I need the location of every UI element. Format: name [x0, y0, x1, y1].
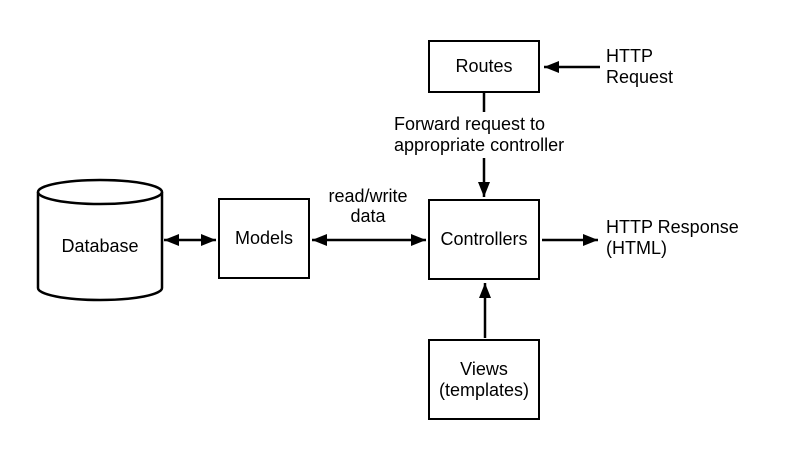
- node-views: Views (templates): [428, 339, 540, 420]
- database-cylinder-icon: [36, 178, 164, 302]
- node-routes: Routes: [428, 40, 540, 93]
- edge-label-forward-request: Forward request to appropriate controlle…: [392, 112, 567, 158]
- edge-label-http-response: HTTP Response (HTML): [606, 217, 739, 258]
- node-controllers: Controllers: [428, 199, 540, 280]
- edge-label-read-write-data: read/write data: [328, 186, 408, 226]
- node-models: Models: [218, 198, 310, 279]
- node-database-label: Database: [61, 236, 139, 256]
- edge-label-http-request: HTTP Request: [606, 46, 674, 87]
